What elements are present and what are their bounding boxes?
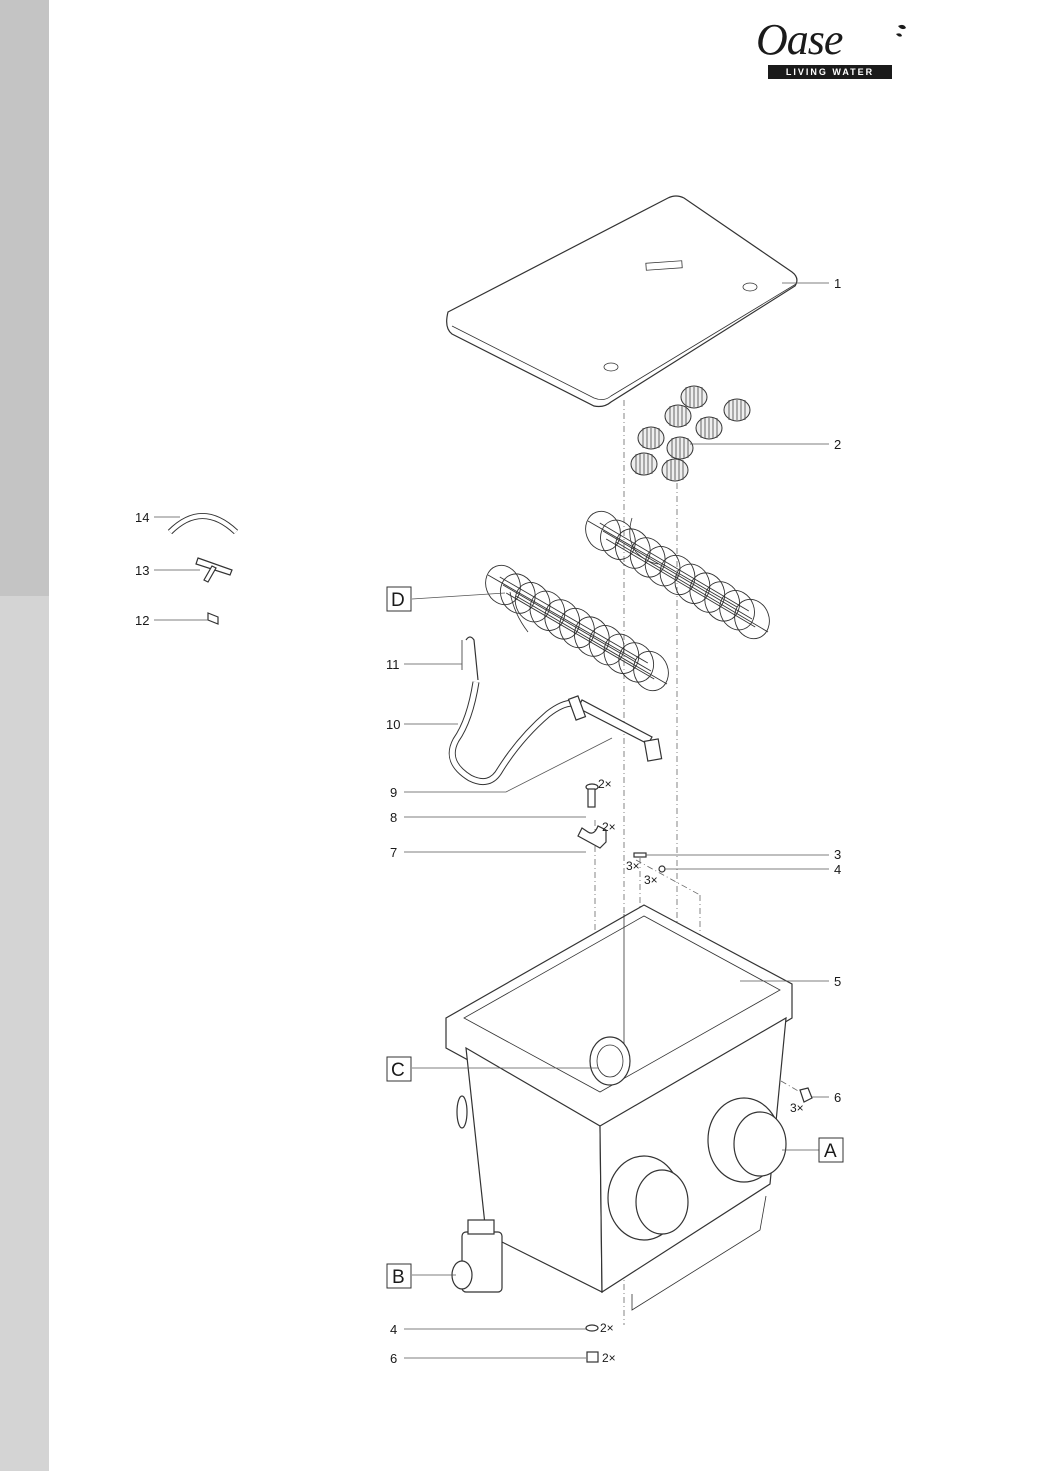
callout-10: 10 <box>386 717 400 732</box>
part-mesh-basket-front <box>485 564 669 692</box>
part-valve <box>451 1219 503 1293</box>
leader-lines <box>154 282 829 1359</box>
boxed-label-d: D <box>386 586 412 612</box>
logo-wordmark: Oase <box>756 15 843 64</box>
boxed-label-c: C <box>386 1056 412 1082</box>
part-aerator-pipe <box>567 695 663 762</box>
qty-3: 3× <box>626 859 640 873</box>
callout-14: 14 <box>135 510 149 525</box>
callout-2: 2 <box>834 437 841 452</box>
callout-4-bottom: 4 <box>390 1322 397 1337</box>
svg-text:C: C <box>391 1060 405 1081</box>
part-t-connector <box>195 557 233 583</box>
callout-12: 12 <box>135 613 149 628</box>
callout-4: 4 <box>834 862 841 877</box>
qty-9: 2× <box>598 777 612 791</box>
qty-7: 2× <box>602 820 616 834</box>
callout-7: 7 <box>390 845 397 860</box>
callout-1: 1 <box>834 276 841 291</box>
callout-8: 8 <box>390 810 397 825</box>
callout-9: 9 <box>390 785 397 800</box>
callout-13: 13 <box>135 563 149 578</box>
boxed-label-a: A <box>818 1137 844 1163</box>
qty-6: 3× <box>790 1101 804 1115</box>
part-filter-media <box>630 385 751 482</box>
qty-4-bottom: 2× <box>600 1321 614 1335</box>
part-cap-side <box>799 1087 813 1103</box>
callout-numbers: 1 2 3 4 5 6 9 8 7 10 11 12 13 14 4 6 <box>135 276 841 1366</box>
part-screw <box>585 783 599 808</box>
part-hook <box>465 636 479 681</box>
part-mesh-basket-back <box>585 510 770 640</box>
callout-11: 11 <box>386 657 400 672</box>
side-bar-tab <box>0 0 49 596</box>
part-lid <box>446 195 798 408</box>
callout-3: 3 <box>834 847 841 862</box>
qty-6-bottom: 2× <box>602 1351 616 1365</box>
callout-6: 6 <box>834 1090 841 1105</box>
qty-4: 3× <box>644 873 658 887</box>
svg-text:A: A <box>824 1141 837 1162</box>
oase-logo: Oase LIVING WATER <box>752 14 912 84</box>
svg-text:D: D <box>391 590 405 611</box>
part-washer-bottom <box>585 1324 599 1332</box>
quantity-marks: 2× 2× 3× 3× 3× 2× 2× <box>598 777 804 1365</box>
logo-tagline: LIVING WATER <box>768 65 892 79</box>
boxed-label-b: B <box>386 1263 412 1289</box>
part-clip <box>577 825 607 849</box>
callout-6-bottom: 6 <box>390 1351 397 1366</box>
side-bar <box>0 0 49 1471</box>
part-filter-chamber <box>445 904 793 1311</box>
part-nozzle <box>207 612 219 625</box>
svg-text:B: B <box>392 1267 405 1288</box>
part-plug-bottom <box>586 1351 599 1363</box>
logo-drops-icon <box>896 24 906 37</box>
callout-5: 5 <box>834 974 841 989</box>
